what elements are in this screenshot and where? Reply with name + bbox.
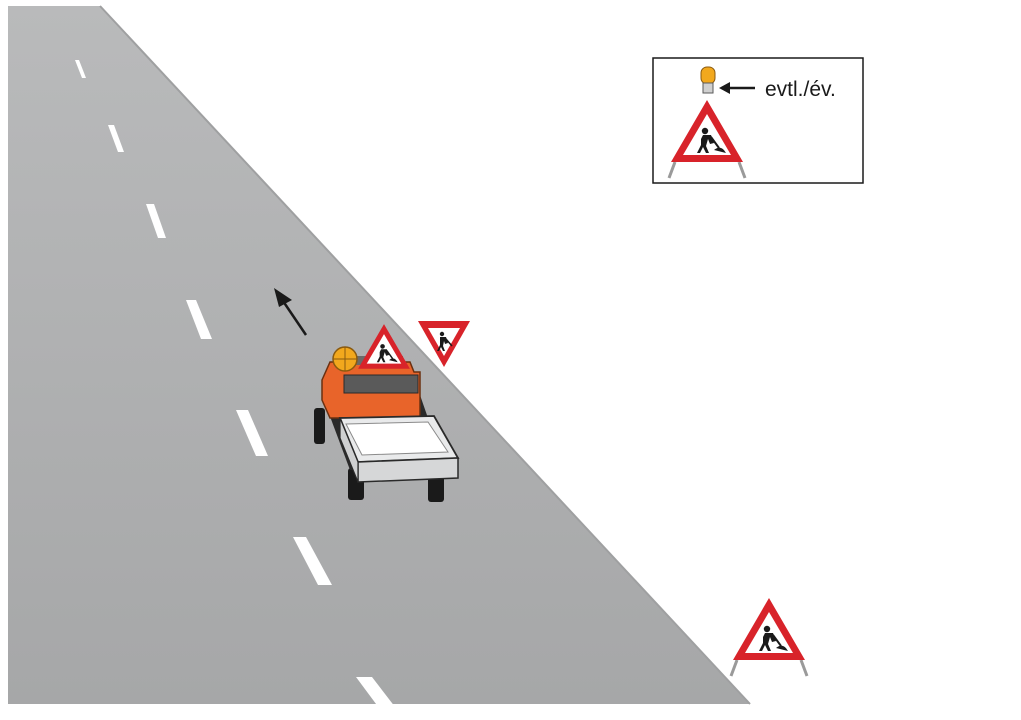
legend: evtl./év. bbox=[653, 58, 863, 183]
flashing-beacon-icon bbox=[701, 67, 715, 93]
roadworks-warning-sign-icon bbox=[731, 598, 807, 676]
legend-box bbox=[653, 58, 863, 183]
legend-label: evtl./év. bbox=[765, 78, 836, 101]
